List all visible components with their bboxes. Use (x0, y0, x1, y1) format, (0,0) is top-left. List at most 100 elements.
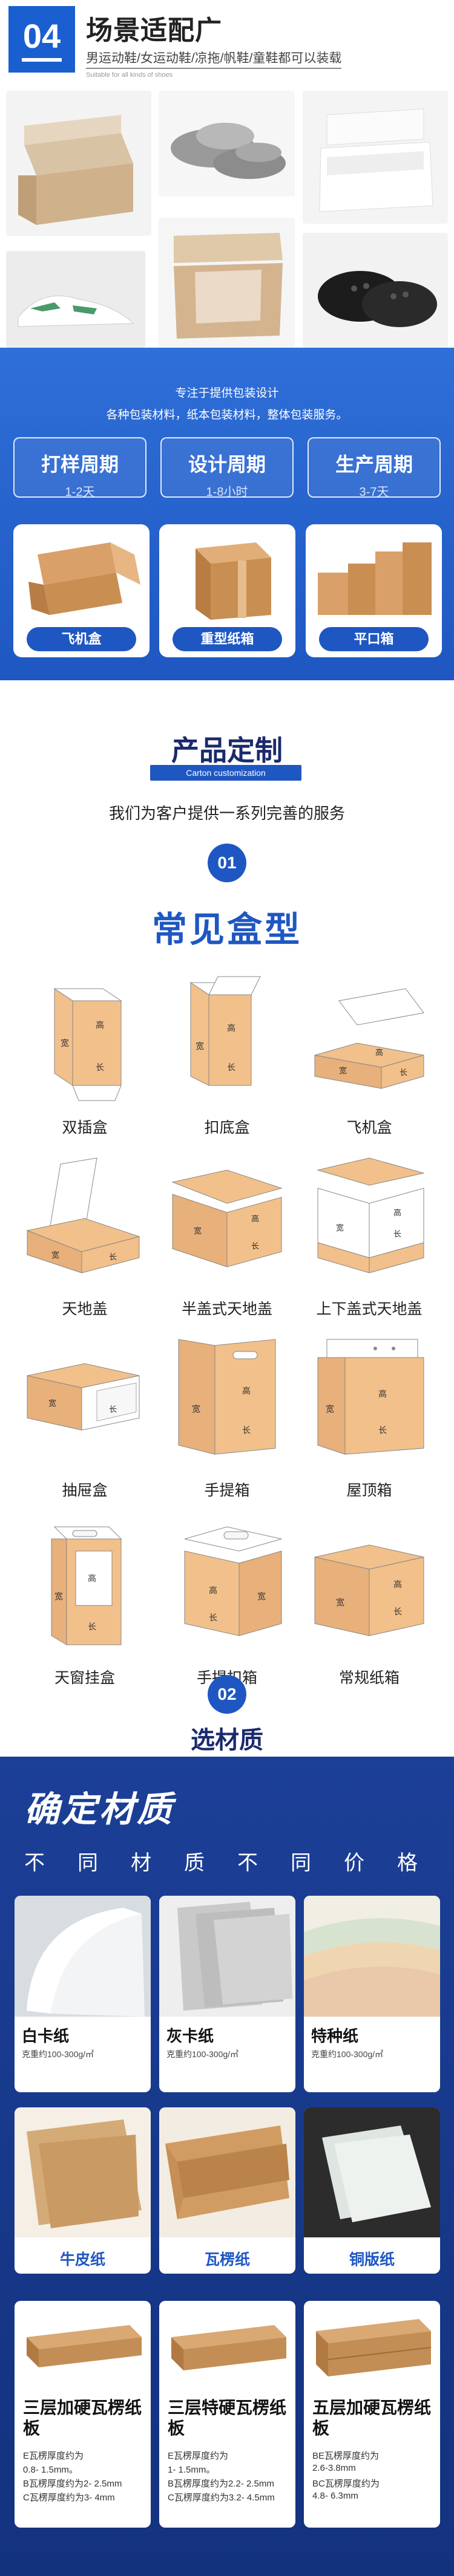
box-type-top-bottom-lid: 宽 长 高 上下盖式天地盖 (303, 1146, 436, 1321)
roof-box-image: 高 长 宽 (317, 1339, 424, 1455)
dim-width: 宽 (326, 1404, 334, 1414)
3-layer-board-image (27, 2325, 142, 2367)
dim-width: 宽 (336, 1223, 344, 1232)
flute-spec: E瓦楞厚度约为 (168, 2451, 229, 2461)
flute-card-3-layer-hard[interactable]: 三层加硬瓦楞纸板 E瓦楞厚度约为 0.8- 1.5mm。 B瓦楞厚度约为2- 2… (15, 2301, 151, 2528)
dim-length: 长 (88, 1622, 96, 1631)
material-name: 特种纸 (311, 2027, 359, 2045)
box-type-card-flat[interactable]: 平口箱 (306, 524, 442, 657)
photo-sneakers (6, 251, 145, 348)
box-type-card-heavy[interactable]: 重型纸箱 (159, 524, 295, 657)
step-2-badge: 02 (208, 1675, 246, 1714)
box-type-window-hang: 高 长 宽 天窗挂盒 (18, 1515, 151, 1690)
flute-name: 五层加硬瓦楞纸板 (312, 2398, 432, 2438)
lid-base-box-image: 宽 长 (26, 1157, 140, 1273)
flute-spec: 2.6-3.8mm (312, 2463, 356, 2473)
box-type-handle-lock: 高 长 宽 手提扣箱 (160, 1515, 294, 1690)
dim-height: 高 (393, 1208, 401, 1217)
scene-subtitle-en: Suitable for all kinds of shoes (86, 71, 173, 79)
subtitle-char: 价 (344, 1851, 364, 1875)
dim-height: 高 (393, 1579, 402, 1589)
box-type-drawer: 宽 长 抽屉盒 (18, 1327, 151, 1503)
dim-height: 高 (209, 1586, 217, 1595)
flute-card-3-layer-extra-hard[interactable]: 三层特硬瓦楞纸板 E瓦楞厚度约为 1- 1.5mm。 B瓦楞厚度约为2.2- 2… (159, 2301, 295, 2528)
material-card-kraft[interactable]: 牛皮纸 (15, 2107, 151, 2274)
dim-length: 长 (378, 1425, 387, 1435)
flute-card-5-layer-hard[interactable]: 五层加硬瓦楞纸板 BE瓦楞厚度约为 2.6-3.8mm BC瓦楞厚度约为 4.8… (304, 2301, 440, 2528)
special-paper-image (304, 1896, 440, 2017)
handle-box-image: 高 长 宽 (178, 1339, 276, 1455)
double-tuck-box-image: 宽 高 长 (53, 988, 122, 1101)
custom-title-en: Carton customization (150, 765, 301, 781)
flute-name: 三层特硬瓦楞纸板 (168, 2398, 287, 2438)
box-type-lock-bottom: 高 长 宽 扣底盒 (160, 964, 294, 1140)
cycle-value: 1-8小时 (206, 486, 248, 499)
grey-card-paper-image (159, 1896, 295, 2017)
drawer-box-image: 宽 长 (27, 1363, 140, 1431)
dim-length: 长 (251, 1241, 259, 1251)
material-name: 牛皮纸 (59, 2251, 105, 2268)
subtitle-char: 材 (131, 1851, 151, 1875)
flute-spec: BE瓦楞厚度约为 (312, 2451, 380, 2461)
dim-height: 高 (242, 1386, 251, 1396)
corrugated-paper-image (159, 2107, 295, 2237)
cycle-title: 打样周期 (41, 454, 119, 475)
box-type-handle: 高 长 宽 手提箱 (160, 1327, 294, 1503)
material-card-coated[interactable]: 铜版纸 (304, 2107, 440, 2274)
dim-width: 宽 (61, 1038, 69, 1048)
photo-white-box (303, 91, 448, 224)
design-service-section: 专注于提供包装设计 各种包装材料，纸本包装材料，整体包装服务。 打样周期 1-2… (0, 348, 454, 680)
cycle-design: 设计周期 1-8小时 (160, 437, 294, 499)
dim-width: 宽 (196, 1041, 204, 1051)
coated-paper-image (304, 2107, 440, 2237)
dim-length: 长 (109, 1405, 117, 1414)
cycle-value: 3-7天 (359, 486, 389, 499)
flat-top-box-image (318, 542, 432, 615)
box-type-roof: 高 长 宽 屋顶箱 (303, 1327, 436, 1503)
cycle-sample: 打样周期 1-2天 (13, 437, 146, 499)
box-type-label: 手提箱 (204, 1482, 250, 1499)
material-card-white-card[interactable]: 白卡纸 克重约100-300g/㎡ (15, 1896, 151, 2092)
dim-length: 长 (393, 1607, 402, 1616)
photo-kraft-box-angle (159, 218, 295, 348)
mailer-box-image (28, 542, 140, 615)
step-2-title: 选材质 (191, 1727, 263, 1754)
dim-height: 高 (378, 1389, 387, 1399)
dim-height: 高 (227, 1023, 235, 1033)
box-type-card-mailer[interactable]: 飞机盒 (13, 524, 150, 657)
half-lid-box-image: 宽 长 高 (171, 1169, 283, 1267)
material-name: 灰卡纸 (166, 2027, 214, 2045)
box-type-label: 上下盖式天地盖 (316, 1301, 423, 1318)
flute-spec: B瓦楞厚度约为2- 2.5mm (23, 2479, 122, 2489)
box-type-double-tuck: 宽 高 长 双插盒 (18, 964, 151, 1140)
material-card-special[interactable]: 特种纸 克重约100-300g/㎡ (304, 1896, 440, 2092)
box-type-label: 抽屉盒 (62, 1482, 108, 1499)
box-type-label: 常规纸箱 (338, 1670, 400, 1686)
step-1-badge: 01 (208, 844, 246, 882)
regular-carton-image: 宽 长 高 (314, 1544, 424, 1636)
flute-spec: 0.8- 1.5mm。 (23, 2465, 78, 2475)
material-section: 确定材质 不 同 材 质 不 同 价 格 白卡纸 克重约100-300g/㎡ (0, 1757, 454, 2576)
cycle-value: 1-2天 (65, 486, 95, 499)
dim-length: 长 (209, 1613, 217, 1622)
customization-section: 产品定制 Carton customization 我们为客户提供一系列完善的服… (0, 680, 454, 1757)
white-card-paper-image (15, 1896, 151, 2017)
subtitle-char: 不 (24, 1851, 45, 1875)
box-type-label: 平口箱 (319, 627, 429, 651)
dim-length: 长 (393, 1229, 401, 1238)
material-card-corrugated[interactable]: 瓦楞纸 (159, 2107, 295, 2274)
dim-width: 宽 (51, 1251, 59, 1260)
subtitle-char: 格 (397, 1851, 418, 1875)
material-card-grey-card[interactable]: 灰卡纸 克重约100-300g/㎡ (159, 1896, 295, 2092)
heavy-carton-image (196, 542, 271, 620)
kraft-paper-image (15, 2107, 151, 2237)
design-line-1: 专注于提供包装设计 (175, 387, 279, 400)
section-number-badge: 04 (8, 6, 75, 73)
flute-spec: 1- 1.5mm。 (168, 2465, 215, 2475)
top-bottom-lid-box-image: 宽 长 高 (317, 1157, 424, 1273)
custom-title: 产品定制 (171, 735, 283, 766)
box-type-label: 重型纸箱 (173, 627, 282, 651)
photo-kraft-shoebox (6, 91, 151, 236)
material-name: 白卡纸 (22, 2027, 70, 2045)
